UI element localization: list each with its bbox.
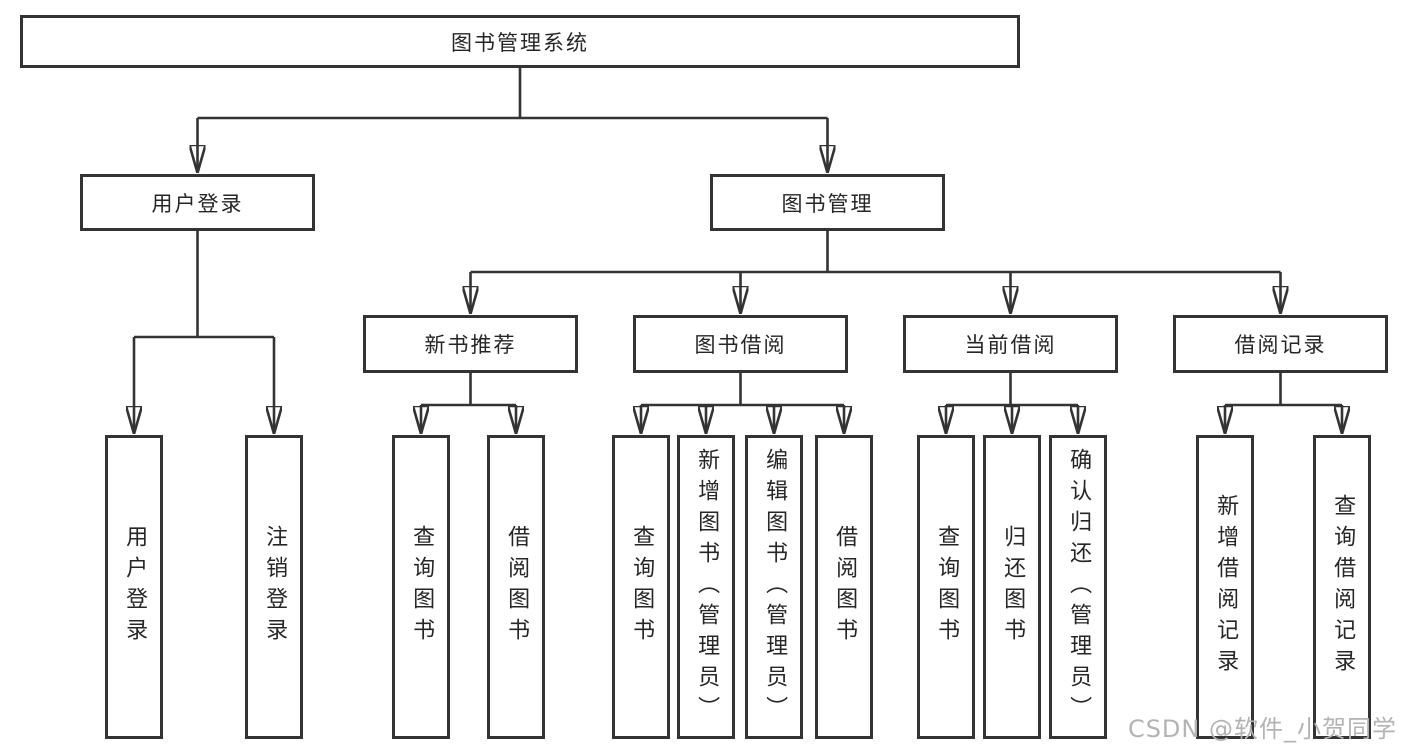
node-label: 新增借阅记录 [1213, 494, 1239, 680]
connector-borrow-record-to-leaves [1225, 373, 1342, 433]
node-current-borrow: 当前借阅 [903, 315, 1118, 373]
node-leaf-confirm-return-admin: 确认归还（管理员） [1049, 435, 1107, 739]
node-book-borrow: 图书借阅 [633, 315, 848, 373]
node-new-book-recommend: 新书推荐 [363, 315, 578, 373]
node-label: 借阅图书 [832, 525, 858, 649]
node-label: 图书管理系统 [451, 30, 589, 55]
connector-book-management-to-level3 [471, 231, 1281, 313]
connector-user-login-to-leaves [134, 231, 274, 433]
node-label: 查询借阅记录 [1330, 494, 1356, 680]
node-leaf-edit-book-admin: 编辑图书（管理员） [745, 435, 803, 739]
connector-root-to-level2 [198, 68, 828, 172]
node-user-login: 用户登录 [80, 174, 315, 231]
connector-new-book-recommend-to-leaves [421, 373, 516, 433]
node-label: 图书借阅 [694, 333, 787, 357]
csdn-watermark: CSDN @软件_小贺同学 [1127, 715, 1397, 743]
node-leaf-query-book-borrow: 查询图书 [612, 435, 670, 739]
node-leaf-borrow-book-recommend: 借阅图书 [487, 435, 545, 739]
node-label: 编辑图书（管理员） [762, 447, 788, 727]
node-label: 查询图书 [409, 525, 435, 649]
node-leaf-add-borrow-record: 新增借阅记录 [1196, 435, 1254, 739]
node-leaf-add-book-admin: 新增图书（管理员） [677, 435, 735, 739]
node-label: 新增图书（管理员） [694, 447, 720, 727]
node-label: 用户登录 [151, 191, 244, 216]
node-leaf-logout: 注销登录 [245, 435, 303, 739]
node-label: 新书推荐 [424, 333, 517, 357]
node-leaf-return-book: 归还图书 [983, 435, 1041, 739]
node-label: 图书管理 [781, 191, 874, 216]
node-label: 查询图书 [934, 525, 960, 649]
node-label: 借阅图书 [504, 525, 530, 649]
connector-current-borrow-to-leaves [946, 373, 1078, 433]
node-leaf-borrow-book: 借阅图书 [815, 435, 873, 739]
connector-book-borrow-to-leaves [641, 373, 844, 433]
node-label: 用户登录 [122, 525, 148, 649]
node-book-management: 图书管理 [710, 174, 945, 231]
node-leaf-user-login: 用户登录 [105, 435, 163, 739]
node-label: 归还图书 [1000, 525, 1026, 649]
node-label: 借阅记录 [1234, 333, 1327, 357]
node-label: 查询图书 [629, 525, 655, 649]
node-label: 注销登录 [262, 525, 288, 649]
node-borrow-record: 借阅记录 [1173, 315, 1388, 373]
node-leaf-query-borrow-record: 查询借阅记录 [1313, 435, 1371, 739]
node-label: 当前借阅 [964, 333, 1057, 357]
node-root-library-system: 图书管理系统 [20, 15, 1020, 68]
node-label: 确认归还（管理员） [1066, 447, 1092, 727]
node-leaf-query-book-current: 查询图书 [917, 435, 975, 739]
node-leaf-query-book-recommend: 查询图书 [392, 435, 450, 739]
